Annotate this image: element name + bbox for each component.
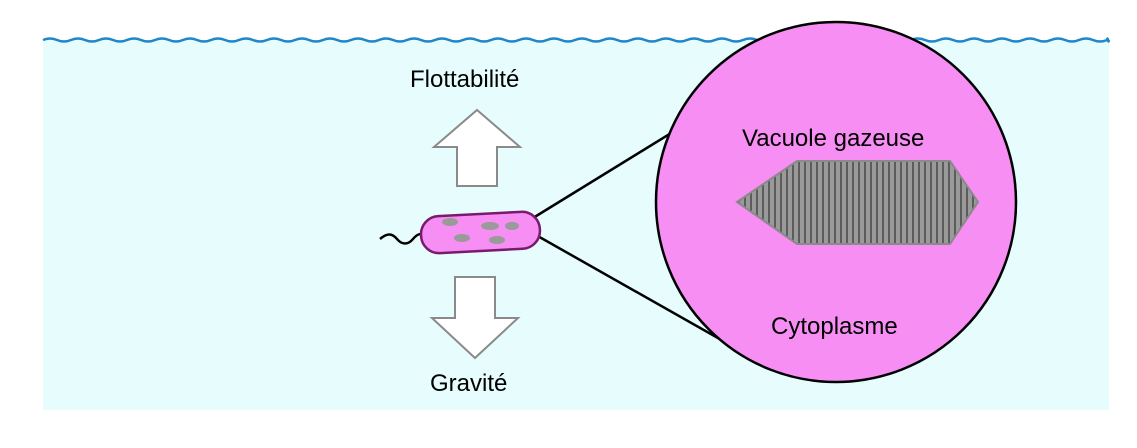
small-gas-vacuole [442, 218, 458, 226]
small-gas-vacuole [505, 222, 519, 230]
cytoplasm-label: Cytoplasme [771, 313, 898, 340]
small-gas-vacuole [481, 222, 499, 230]
gas-vacuole-hexagon [735, 160, 980, 245]
small-gas-vacuole [489, 236, 505, 244]
water-surface-wave [42, 37, 1111, 43]
gravity-arrow-icon [429, 276, 521, 360]
gas-vacuole-label: Vacuole gazeuse [742, 125, 925, 152]
gravity-label: Gravité [430, 370, 508, 397]
bacterium-cell [419, 210, 542, 255]
buoyancy-arrow-icon [431, 108, 523, 187]
bacterium-gas-vacuoles [442, 218, 519, 244]
buoyancy-label: Flottabilité [410, 66, 520, 93]
small-gas-vacuole [454, 234, 470, 242]
flagellum [379, 232, 425, 245]
